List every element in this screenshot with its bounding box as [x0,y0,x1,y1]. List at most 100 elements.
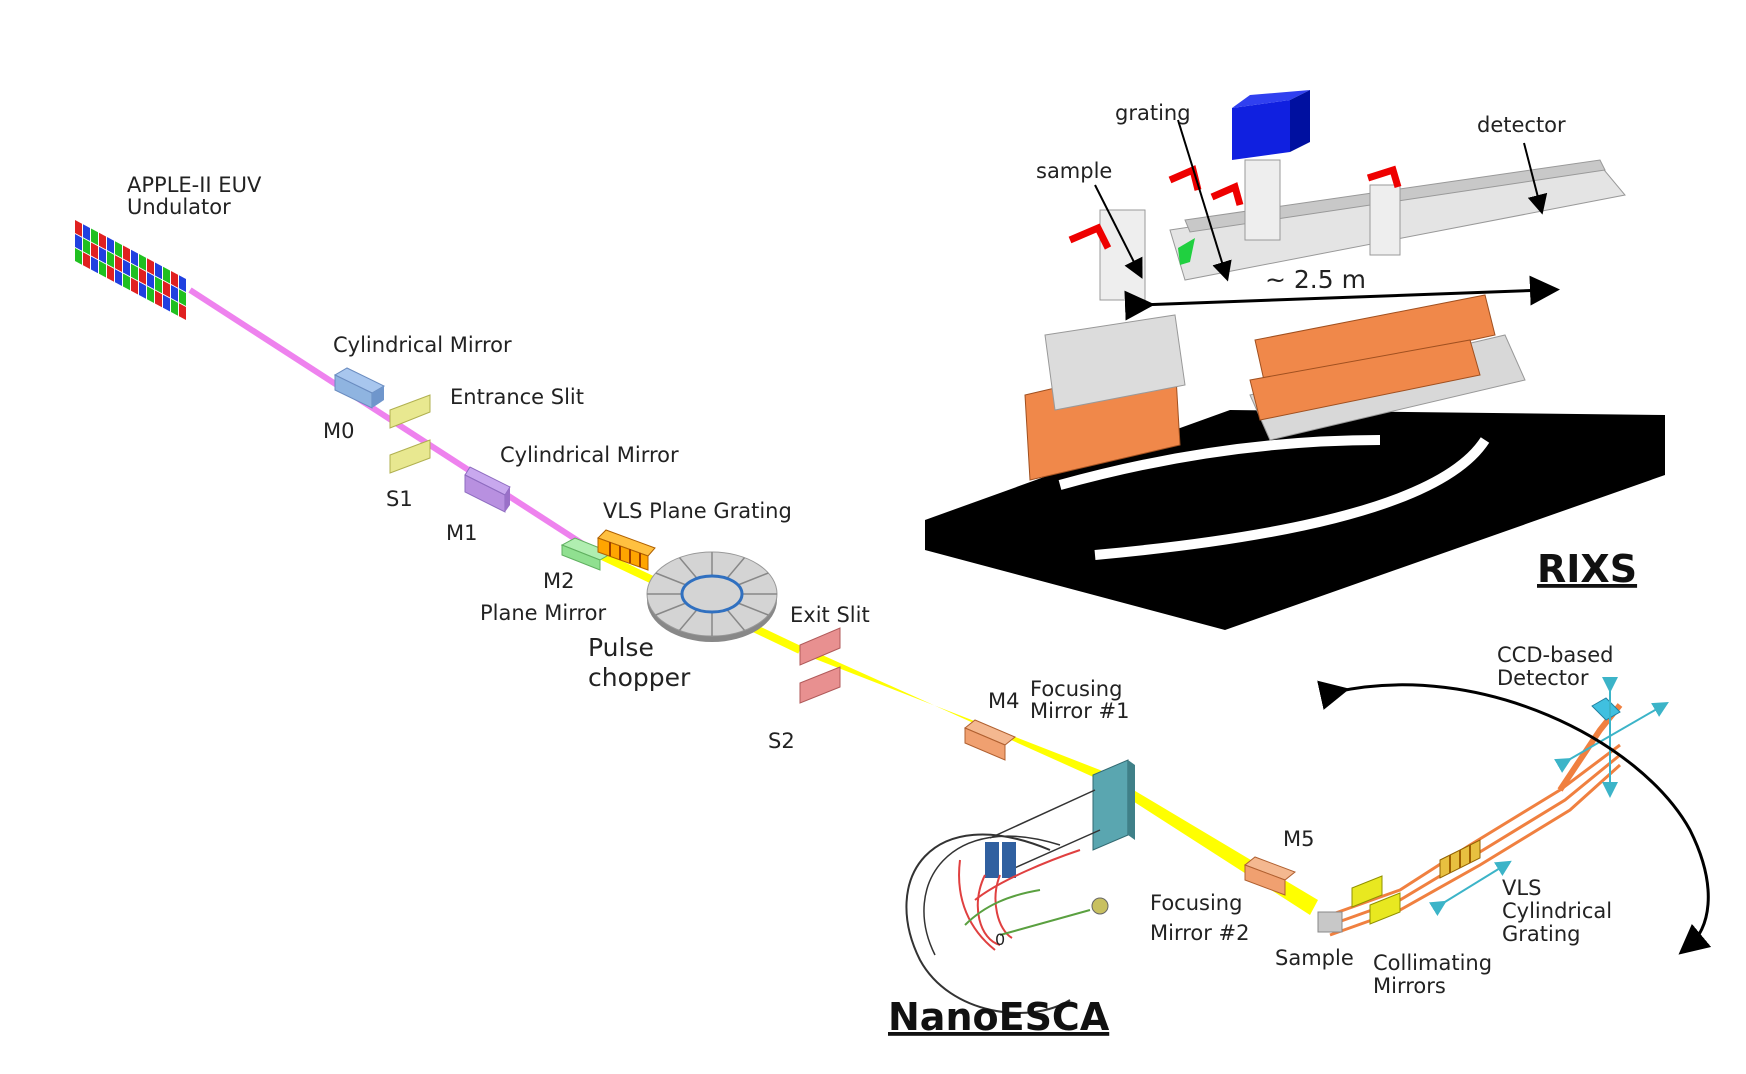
m2-id-label: M2 [543,569,574,593]
vls-cyl-label-3: Grating [1502,922,1580,946]
rotation-arrow [1317,680,1712,955]
rixs-chamber-1 [1244,159,1281,241]
undulator-magnet-block [99,260,106,278]
rixs-floor-arc-1 [1058,435,1381,490]
undulator-magnet-block [115,255,122,272]
m1-id-label: M1 [446,521,477,545]
rixs-title: RIXS [1537,547,1637,591]
undulator-label-1: APPLE-II EUV [127,173,262,197]
sample-block [1317,911,1343,933]
undulator-magnet-block [131,263,138,281]
m0-end [372,386,384,408]
ccd-label-1: CCD-based [1497,643,1613,667]
m5-label-1: Focusing [1150,891,1242,915]
vls-cyl-label-2: Cylindrical [1502,899,1612,923]
rixs-detector-pointer [1523,142,1548,215]
undulator-magnet-block [99,246,106,264]
rixs-red-handle-4 [1366,165,1402,188]
undulator-magnet-block [139,282,146,299]
nanoesca-title: NanoESCA [888,995,1110,1039]
entrance-slit-label: Entrance Slit [450,385,584,409]
undulator-magnet-block [179,275,186,293]
m4-label-1: Focusing [1030,677,1122,701]
chopper-label-1: Pulse [588,633,654,662]
rixs-green-grating [1178,238,1195,265]
rixs-detector-label: detector [1477,113,1566,137]
undulator-magnet-block [75,248,82,265]
undulator-magnet-block [83,252,90,269]
undulator-magnet-block [139,268,146,285]
undulator-magnet-block [147,272,154,290]
rixs-blue-cube-side [1290,90,1310,152]
undulator-magnet-block [115,241,122,258]
undulator-label-2: Undulator [127,195,231,219]
rixs-chamber-3 [1099,209,1146,301]
vls-plane-grating [597,529,656,571]
rixs-grating-pointer [1177,119,1232,282]
m5-label-2: Mirror #2 [1150,921,1250,945]
m4-side [964,727,1006,761]
undulator-magnet-block [107,237,114,254]
undulator-magnet-block [83,224,90,241]
chopper-spoke [655,572,687,586]
undulator-magnet-block [99,232,106,250]
rixs-chamber-2 [1369,184,1401,256]
m0-name-label: Cylindrical Mirror [333,333,512,357]
rixs-length-label: ~ 2.5 m [1265,265,1366,294]
undulator-magnet-block [83,238,90,255]
entrance-slit-bottom [389,439,431,474]
undulator-magnet-block [155,276,162,294]
nanoesca-plate-side [1128,760,1135,840]
undulator-magnet-block [131,277,138,295]
rixs-red-handle-3 [1210,182,1244,206]
nanoesca-schematic: 0 [905,789,1109,1014]
undulator [75,220,186,321]
pulse-chopper [646,551,778,642]
m4-id-label: M4 [988,689,1019,713]
sample-label: Sample [1275,946,1354,970]
rixs-inset [925,90,1665,630]
m4-label-2: Mirror #1 [1030,699,1130,723]
m2-name-label: Plane Mirror [480,601,607,625]
ccd-label-2: Detector [1497,666,1589,690]
svg-text:0: 0 [995,930,1005,949]
m1-name-label: Cylindrical Mirror [500,443,679,467]
undulator-magnet-block [155,290,162,308]
m1-end [505,487,510,512]
undulator-magnet-block [131,249,138,267]
rixs-left-grey [1044,314,1186,411]
undulator-magnet-block [123,245,130,263]
grating-label: VLS Plane Grating [603,499,792,523]
undulator-magnet-block [163,294,170,312]
undulator-magnet-block [179,289,186,307]
collimating-label-1: Collimating [1373,951,1492,975]
vls-cylindrical-grating [1428,839,1512,917]
undulator-magnet-block [147,258,154,276]
exit-slit-bottom [799,666,841,704]
s2-label: S2 [768,729,795,753]
chopper-spoke [655,602,687,616]
undulator-magnet-block [139,254,146,271]
chopper-spoke [678,609,698,631]
s1-label: S1 [386,487,413,511]
collimating-label-2: Mirrors [1373,974,1446,998]
undulator-magnet-block [147,286,154,304]
chopper-spoke [726,609,746,631]
rixs-floor [925,410,1665,630]
chopper-label-2: chopper [588,663,691,692]
undulator-magnet-block [75,234,82,251]
m5-id-label: M5 [1283,827,1314,851]
rixs-grating-label: grating [1115,101,1191,125]
undulator-magnet-block [107,251,114,268]
rixs-floor-arc-2 [1094,437,1490,560]
undulator-magnet-block [163,280,170,298]
undulator-magnet-block [107,265,114,282]
undulator-magnet-block [171,271,178,288]
entrance-slit-top [389,394,431,429]
chopper-spoke [737,602,769,616]
chopper-spoke [678,557,698,579]
rixs-orange-frame-2 [1249,339,1481,421]
rixs-sample-pointer [1094,184,1143,279]
exit-slit-label: Exit Slit [790,603,870,627]
undulator-magnet-block [171,285,178,302]
